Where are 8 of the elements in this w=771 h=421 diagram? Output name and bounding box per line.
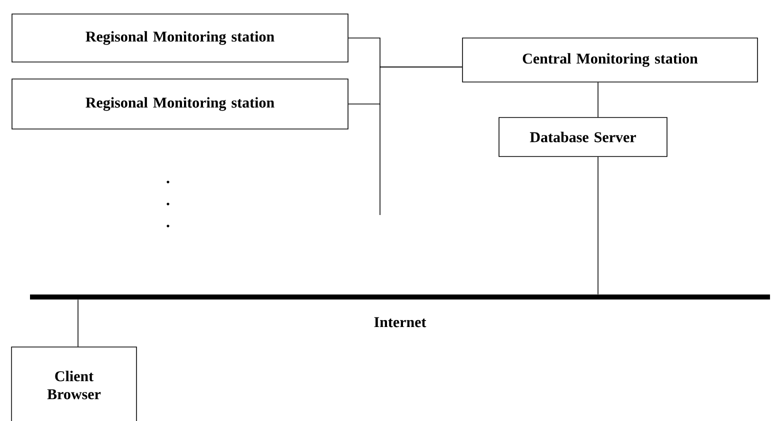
- network-bar: Internet: [30, 294, 770, 328]
- station-box: Database Server: [498, 117, 668, 157]
- station-box: Regisonal Monitoring station: [12, 14, 348, 62]
- station-box: Client Browser: [11, 346, 137, 421]
- station-box: Central Monitoring station: [462, 38, 758, 82]
- connector-line: [348, 66, 462, 104]
- node-label: Internet: [374, 317, 426, 328]
- station-box: Regisonal Monitoring station: [12, 78, 348, 130]
